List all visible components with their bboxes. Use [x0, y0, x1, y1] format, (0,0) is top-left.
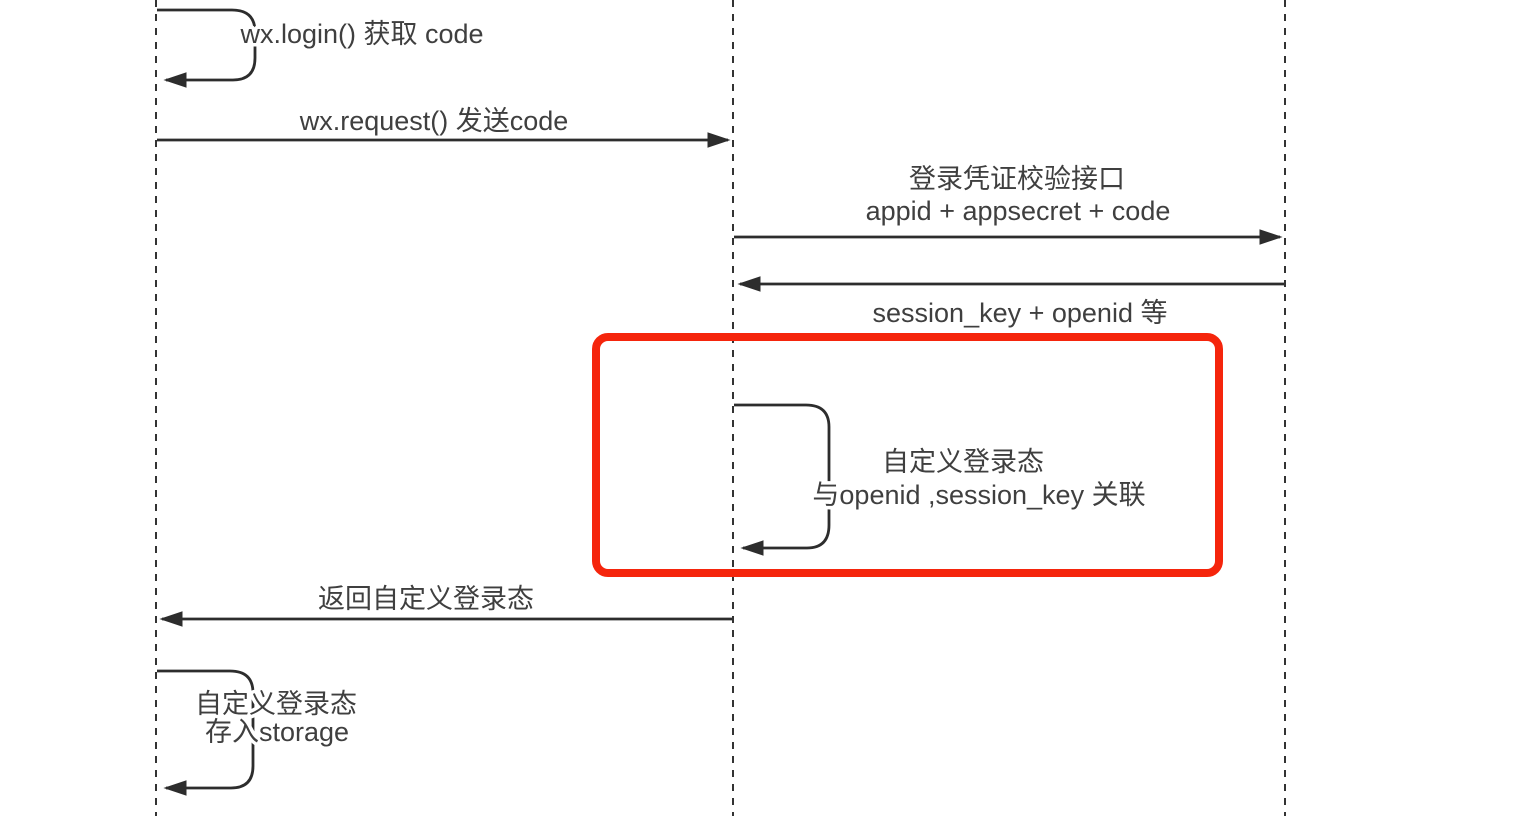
message-verify-label-line2: appid + appsecret + code — [866, 196, 1171, 226]
self-message-store-arrow — [157, 669, 255, 796]
message-verify-label-line1: 登录凭证校验接口 — [909, 164, 1125, 194]
self-message-store-label-line1: 自定义登录态 — [195, 689, 357, 719]
message-return-state-label: 返回自定义登录态 — [318, 584, 534, 614]
self-message-custom-state-label-line2: 与openid ,session_key 关联 — [812, 480, 1145, 510]
message-session-label: session_key + openid 等 — [873, 298, 1168, 328]
self-message-login-arrow — [157, 8, 257, 88]
message-send-code-label: wx.request() 发送code — [299, 106, 569, 136]
self-message-login-label: wx.login() 获取 code — [239, 19, 483, 49]
self-message-store-label-line2: 存入storage — [205, 717, 349, 747]
highlight-box — [592, 333, 1223, 577]
self-message-custom-state-arrow — [734, 403, 831, 556]
self-message-custom-state-label-line1: 自定义登录态 — [882, 447, 1044, 477]
